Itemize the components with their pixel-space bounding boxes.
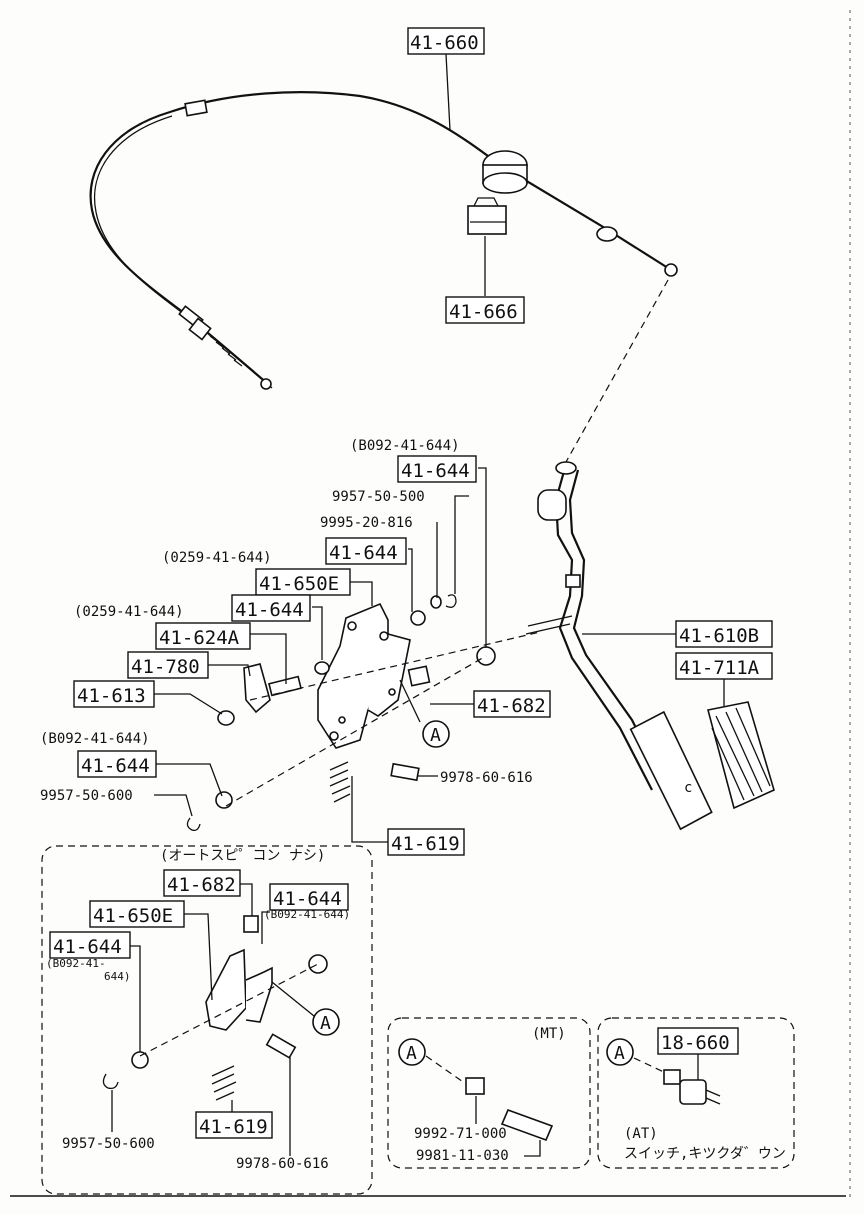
label-41-644-lower: 41-644	[81, 755, 150, 777]
at-marker-circle	[606, 1038, 634, 1066]
label-41-650E: 41-650E	[259, 573, 339, 595]
pedal-bracket-part	[317, 602, 411, 749]
label-41-644-mid: 41-644	[329, 542, 398, 564]
note-0259-2: (0259-41-644)	[74, 604, 184, 620]
label-41-619: 41-619	[391, 833, 460, 855]
inset-heading: (オートスピ゜コン ナシ)	[160, 848, 325, 864]
inset-marker-a-circle	[312, 1008, 340, 1036]
label-9957-50-500: 9957-50-500	[332, 489, 425, 505]
accelerator-cable	[89, 91, 678, 390]
inset-mt-frame	[387, 1017, 591, 1169]
label-41-666: 41-666	[449, 301, 518, 323]
label-9957-50-600: 9957-50-600	[40, 788, 133, 804]
cable-end-spring	[188, 317, 272, 390]
inset-note-b092-top: (B092-41-644)	[264, 908, 350, 921]
inset-marker-a: A	[320, 1013, 331, 1034]
note-0259-1: (0259-41-644)	[162, 550, 272, 566]
cable-clip-part	[467, 197, 507, 296]
label-41-711A: 41-711A	[679, 657, 760, 679]
inset-label-41-619: 41-619	[199, 1116, 268, 1138]
pedal-pad-part	[707, 701, 775, 810]
inset-label-41-644-top: 41-644	[273, 888, 342, 910]
inset-label-41-644-left: 41-644	[53, 936, 122, 958]
at-heading: (AT)	[624, 1126, 658, 1142]
inset-no-cruise: (オートスピ゜コン ナシ) 41-682 41-644 (B092-41-644…	[46, 848, 350, 1172]
at-label-18-660: 18-660	[661, 1032, 730, 1054]
mt-heading: (MT)	[532, 1026, 566, 1042]
inset-mt: A (MT) 9992-71-000 9981-11-030	[398, 1026, 566, 1164]
inset-label-41-682: 41-682	[167, 874, 236, 896]
note-b092-lower: (B092-41-644)	[40, 731, 150, 747]
inset-no-cruise-frame	[41, 845, 373, 1195]
label-9995-20-816: 9995-20-816	[320, 515, 413, 531]
inset-note-b092-left-1: (B092-41-	[46, 957, 106, 970]
label-41-682: 41-682	[477, 695, 546, 717]
mt-marker-circle	[398, 1038, 426, 1066]
inset-label-9978-60-616: 9978-60-616	[236, 1156, 329, 1172]
label-41-780: 41-780	[131, 656, 200, 678]
mt-label-9981-11-030: 9981-11-030	[416, 1148, 509, 1164]
mt-label-9992-71-000: 9992-71-000	[414, 1126, 507, 1142]
inset-label-9957-50-600: 9957-50-600	[62, 1136, 155, 1152]
label-41-644-right: 41-644	[401, 460, 470, 482]
marker-a: A	[430, 725, 441, 746]
label-41-610B: 41-610B	[679, 625, 759, 647]
at-caption: スイッチ,キツクダ゛ウン	[624, 1146, 786, 1162]
inset-label-41-650E: 41-650E	[93, 905, 173, 927]
label-9978-60-616: 9978-60-616	[440, 770, 533, 786]
note-b092-upper: (B092-41-644)	[350, 438, 460, 454]
inset-at: A 18-660 (AT) スイッチ,キツクダ゛ウン	[606, 1027, 786, 1162]
mt-marker: A	[406, 1043, 417, 1064]
label-41-644-left: 41-644	[235, 599, 304, 621]
inset-at-frame	[597, 1017, 795, 1169]
at-marker: A	[614, 1043, 625, 1064]
label-41-624A: 41-624A	[159, 627, 240, 649]
label-41-613: 41-613	[77, 685, 146, 707]
pad-mark: c	[684, 780, 692, 796]
return-spring	[329, 761, 351, 803]
inset-note-b092-left-2: 644)	[104, 970, 131, 983]
marker-a-circle	[422, 720, 450, 748]
label-41-660: 41-660	[410, 32, 479, 54]
accelerator-pedal-arm: c	[525, 461, 713, 831]
